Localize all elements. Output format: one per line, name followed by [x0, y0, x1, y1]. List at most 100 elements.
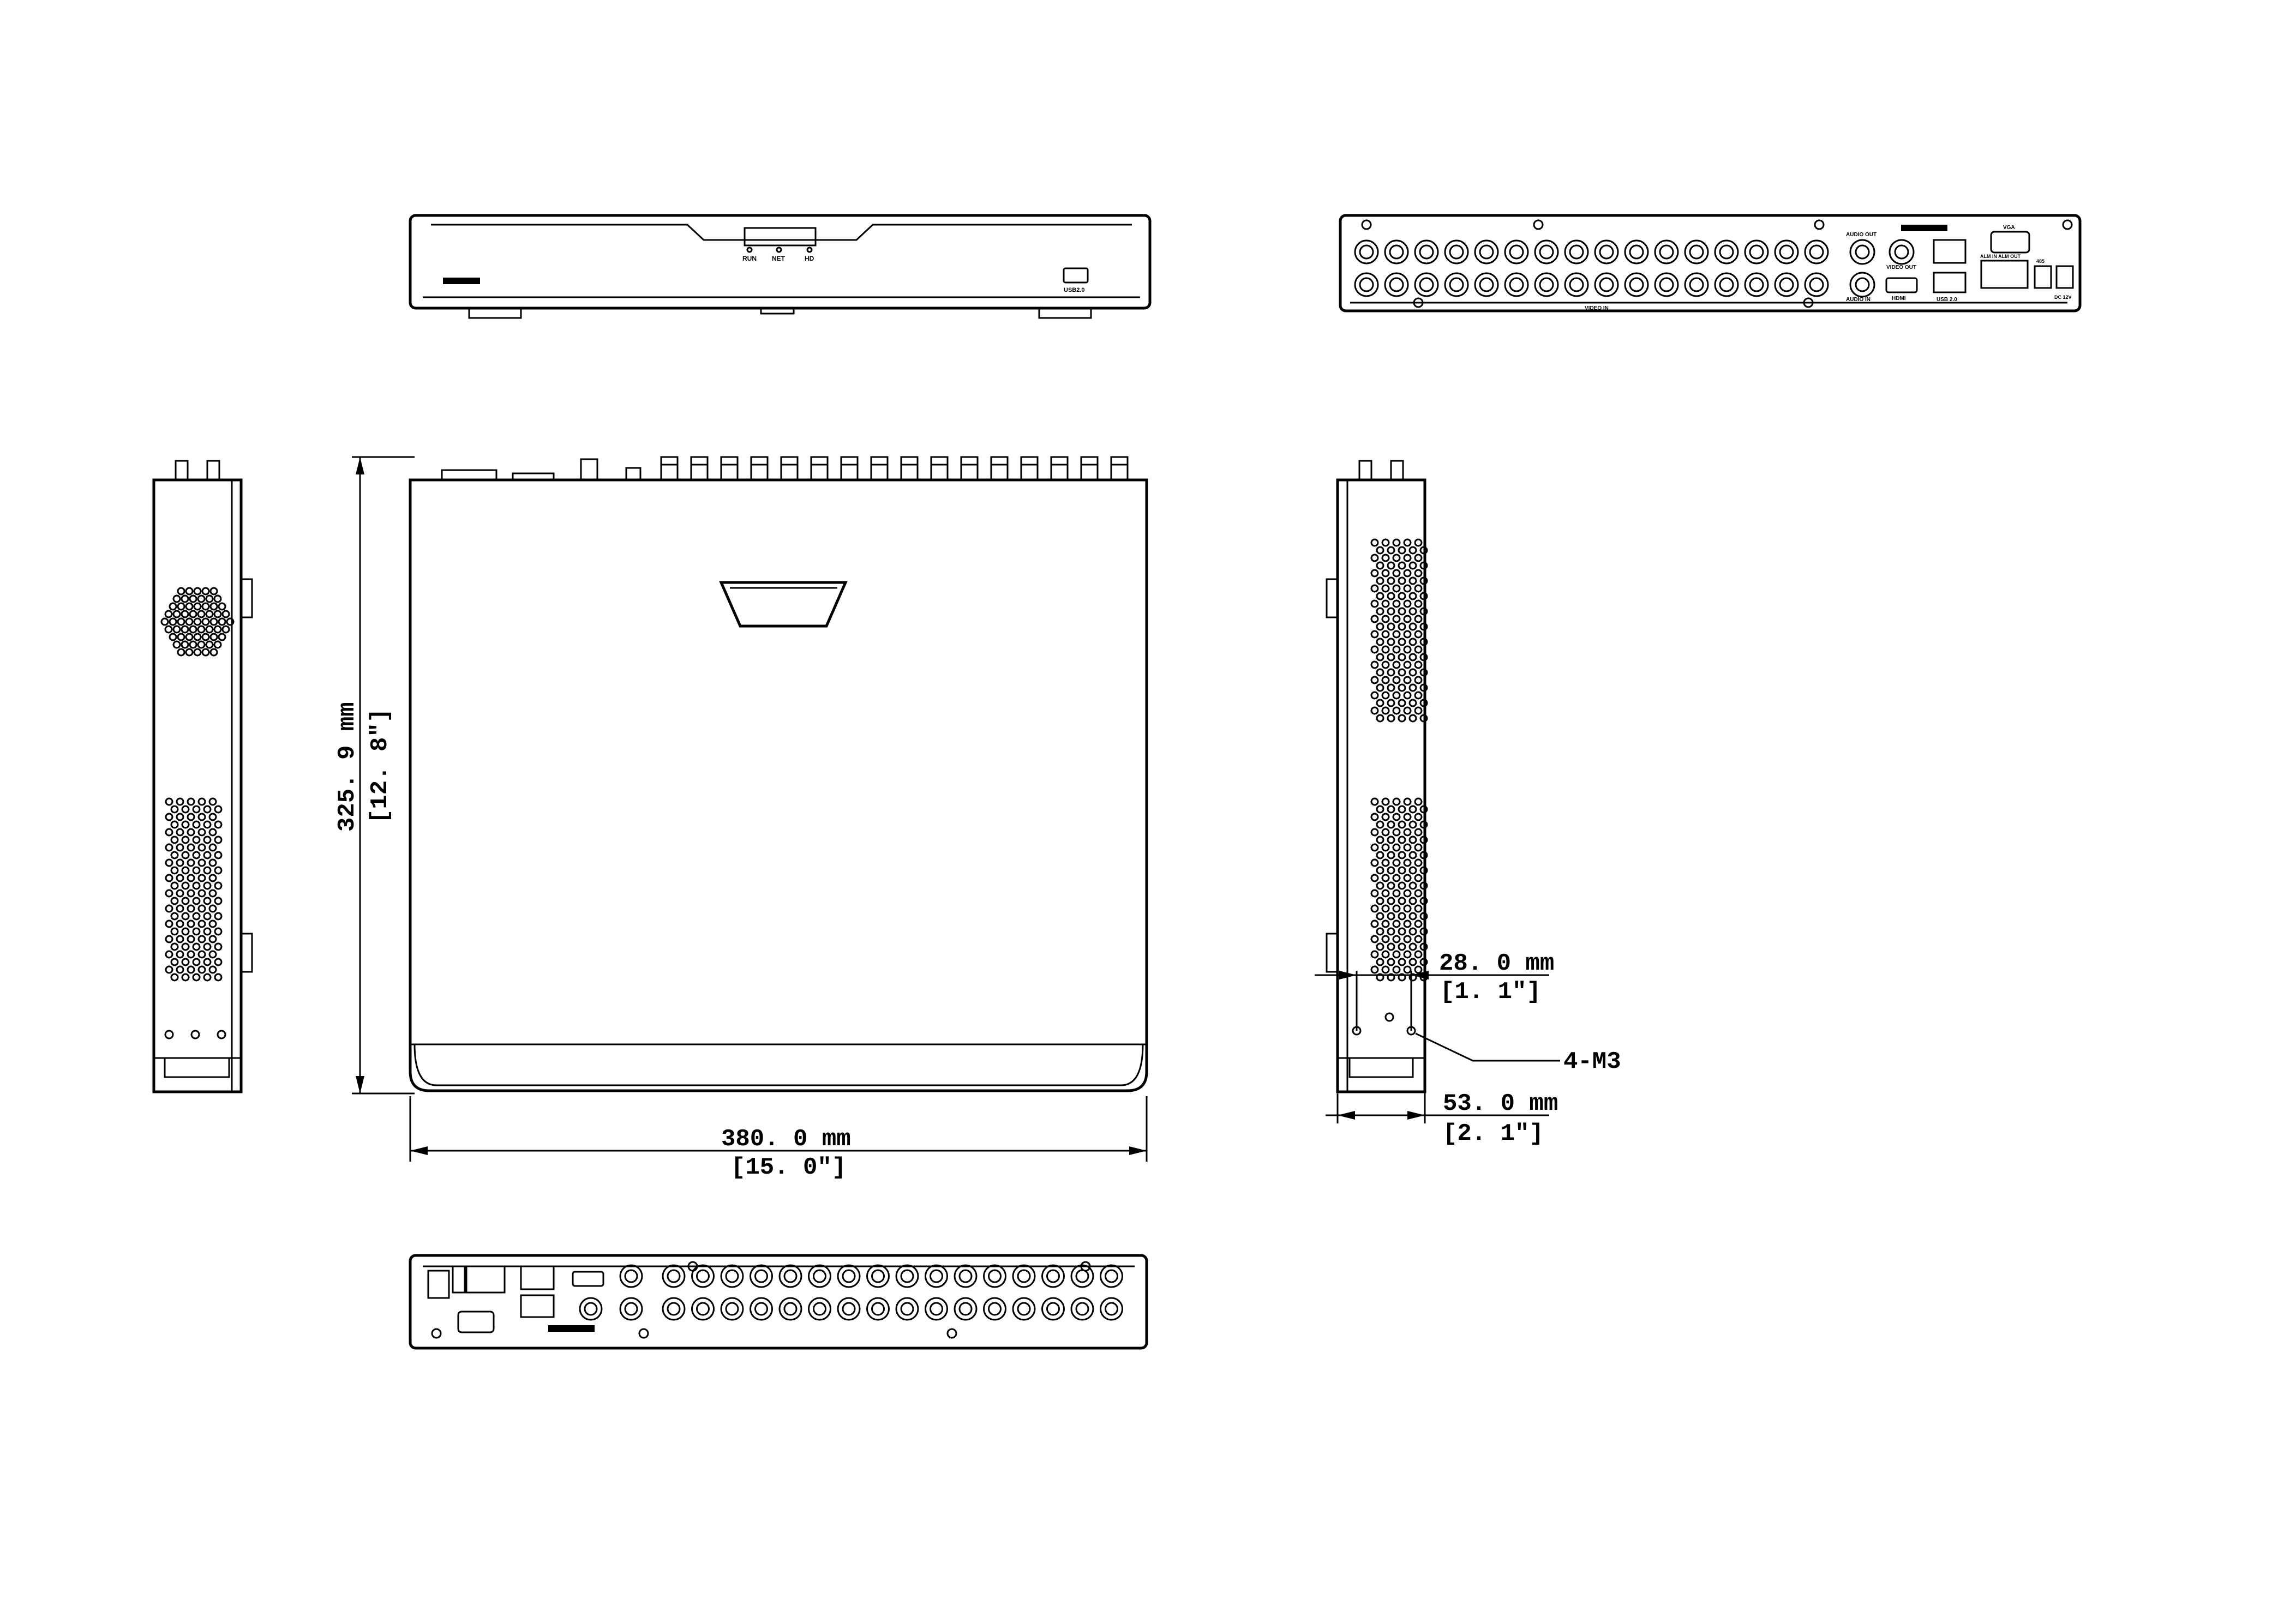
- bnc-connector: [1714, 272, 1739, 297]
- indicator-hd: HD: [805, 255, 814, 262]
- bnc-connector: [662, 1264, 686, 1288]
- hole-spacing-in-label: [1. 1"]: [1440, 978, 1541, 1006]
- indicator-net: NET: [772, 255, 786, 262]
- bnc-connector: [1744, 239, 1769, 265]
- front-view: RUN NET HD USB2.0: [409, 214, 1152, 319]
- usb-label: USB2.0: [1064, 287, 1085, 293]
- right-side-view: [1326, 460, 1428, 1093]
- screw-callout-label: 4-M3: [1563, 1048, 1621, 1075]
- dimension-hole-spacing: 28. 0 mm [1. 1"]: [1315, 950, 1554, 1031]
- bnc-connector: [983, 1297, 1006, 1321]
- dimension-depth: 325. 9 mm [12. 8"]: [334, 456, 415, 1095]
- dimension-hole-depth: 53. 0 mm [2. 1"]: [1326, 1031, 1558, 1147]
- bnc-connector: [662, 1297, 686, 1321]
- bnc-connector: [778, 1264, 802, 1288]
- bnc-connector: [1100, 1264, 1123, 1288]
- bnc-connector: [1534, 272, 1559, 297]
- bnc-stub: [690, 456, 709, 481]
- bnc-connector: [866, 1264, 890, 1288]
- hole-spacing-mm-label: 28. 0 mm: [1439, 950, 1554, 977]
- bnc-stub: [1050, 456, 1069, 481]
- bnc-connector: [720, 1264, 744, 1288]
- bnc-connector: [1012, 1264, 1036, 1288]
- bnc-connector: [1534, 239, 1559, 265]
- bnc-stub: [870, 456, 889, 481]
- bnc-connector: [1654, 272, 1679, 297]
- bnc-connector: [1070, 1297, 1094, 1321]
- bnc-connector: [720, 1297, 744, 1321]
- bnc-connector: [1041, 1264, 1065, 1288]
- bnc-stub: [1110, 456, 1129, 481]
- bnc-stub: [780, 456, 799, 481]
- bnc-connector: [837, 1264, 861, 1288]
- rear-audio-out-label: AUDIO OUT: [1846, 232, 1877, 238]
- bnc-connector: [1012, 1297, 1036, 1321]
- bnc-stub: [750, 456, 769, 481]
- bnc-connector: [1444, 272, 1469, 297]
- rear-usb-label: USB 2.0: [1937, 297, 1957, 303]
- bnc-connector: [1474, 239, 1499, 265]
- rear-view-bottom: [409, 1254, 1148, 1350]
- bnc-connector: [1564, 272, 1589, 297]
- bnc-stub: [810, 456, 829, 481]
- rear-485-label: 485: [2036, 259, 2045, 264]
- bnc-stub: [720, 456, 739, 481]
- hole-depth-mm-label: 53. 0 mm: [1443, 1090, 1558, 1117]
- bnc-connector: [1804, 272, 1829, 297]
- left-side-view: [152, 460, 253, 1093]
- bnc-connector: [1504, 272, 1529, 297]
- bnc-connector: [925, 1264, 948, 1288]
- bnc-connector: [1384, 239, 1409, 265]
- bnc-connector: [1504, 239, 1529, 265]
- rear-power-label: DC 12V: [2054, 294, 2072, 300]
- bnc-connector: [1594, 239, 1619, 265]
- rear-view-top: AUDIO OUT AUDIO IN VIDEO OUT HDMI USB 2.…: [1339, 214, 2082, 312]
- bnc-stub: [960, 456, 979, 481]
- bnc-connector: [1414, 272, 1439, 297]
- rear-video-out-label: VIDEO OUT: [1886, 265, 1916, 270]
- bnc-stub: [660, 456, 679, 481]
- dimension-width: 380. 0 mm [15. 0"]: [409, 1096, 1148, 1181]
- bnc-stub: [930, 456, 949, 481]
- bnc-connector: [1041, 1297, 1065, 1321]
- bnc-stub: [990, 456, 1009, 481]
- bnc-connector: [808, 1264, 831, 1288]
- screw-callout: 4-M3: [1415, 1032, 1621, 1075]
- bnc-stub: [1020, 456, 1039, 481]
- bnc-connector: [750, 1297, 773, 1321]
- bnc-stub: [1080, 456, 1099, 481]
- bnc-connector: [866, 1297, 890, 1321]
- bnc-connector: [1384, 272, 1409, 297]
- bnc-connector: [1354, 239, 1379, 265]
- bnc-connector: [895, 1264, 919, 1288]
- bnc-connector: [750, 1264, 773, 1288]
- bnc-connector: [954, 1264, 978, 1288]
- bnc-connector: [954, 1297, 978, 1321]
- bnc-stub: [840, 456, 859, 481]
- bnc-connector: [1414, 239, 1439, 265]
- bnc-connector: [1070, 1264, 1094, 1288]
- bnc-connector: [1444, 239, 1469, 265]
- bnc-connector: [1354, 272, 1379, 297]
- bnc-connector: [837, 1297, 861, 1321]
- indicator-run: RUN: [742, 255, 757, 262]
- depth-mm-label: 325. 9 mm: [334, 702, 361, 832]
- rear-vga-label: VGA: [2003, 225, 2015, 231]
- width-mm-label: 380. 0 mm: [721, 1126, 851, 1153]
- bnc-connector: [1100, 1297, 1123, 1321]
- rear-hdmi-label: HDMI: [1892, 296, 1906, 302]
- hole-depth-in-label: [2. 1"]: [1443, 1120, 1544, 1147]
- front-logo: [443, 278, 480, 284]
- bnc-connector: [1774, 272, 1799, 297]
- bnc-connector: [1594, 272, 1619, 297]
- bnc-connector: [808, 1297, 831, 1321]
- bnc-connector: [1624, 272, 1649, 297]
- rear-audio-in-label: AUDIO IN: [1846, 297, 1871, 303]
- bnc-stub: [900, 456, 919, 481]
- bnc-connector: [1774, 239, 1799, 265]
- bnc-connector: [1744, 272, 1769, 297]
- bnc-connector: [1804, 239, 1829, 265]
- bnc-connector: [691, 1264, 715, 1288]
- bnc-connector: [1654, 239, 1679, 265]
